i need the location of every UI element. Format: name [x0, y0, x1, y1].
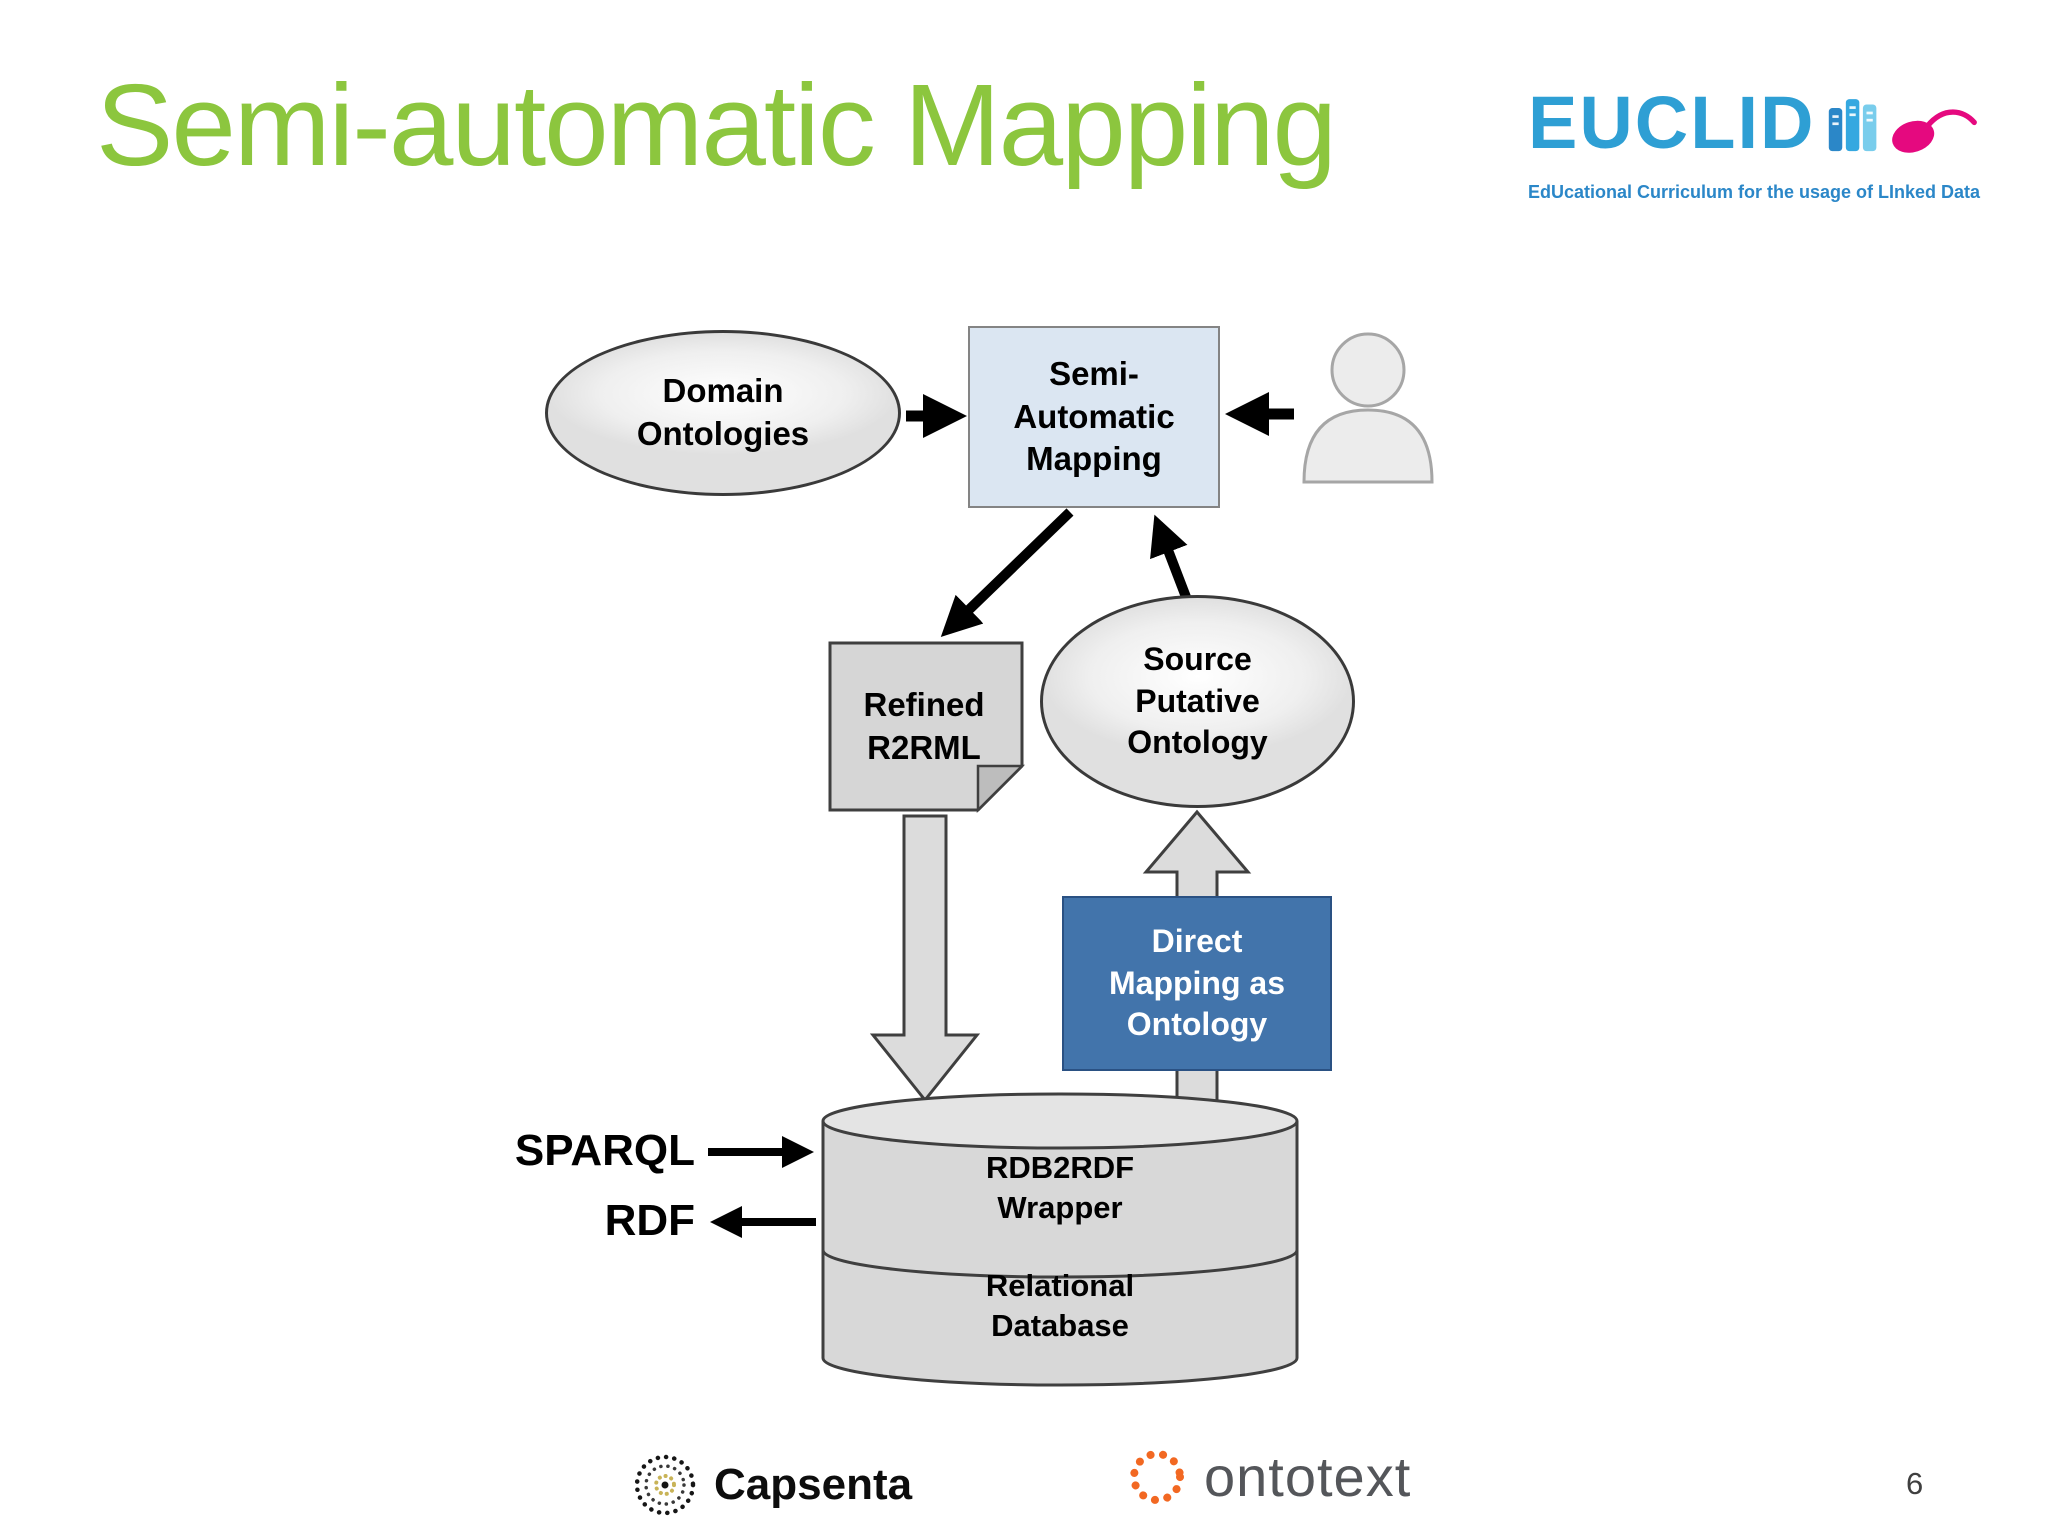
node-semi-automatic-mapping: Semi- Automatic Mapping [968, 326, 1220, 508]
ontotext-logo-text: ontotext [1204, 1445, 1412, 1508]
database-cylinder [821, 1092, 1299, 1387]
rdf-label: RDF [604, 1196, 695, 1245]
node-relational-database-label: Relational Database [985, 1267, 1135, 1343]
node-source-putative-ontology-label: Source Putative Ontology [1127, 641, 1268, 761]
person-icon [1302, 332, 1434, 484]
node-relational-database: Relational Database [860, 1260, 1260, 1352]
node-rdb2rdf-wrapper-label: RDB2RDF Wrapper [985, 1149, 1135, 1225]
node-domain-ontologies: Domain Ontologies [545, 330, 901, 496]
node-domain-ontologies-label: Domain Ontologies [636, 372, 810, 452]
euclid-logo-text: EUCLID [1528, 81, 1816, 164]
capsenta-icon [634, 1454, 696, 1516]
sparql-label: SPARQL [514, 1126, 695, 1175]
page-title: Semi-automatic Mapping [96, 60, 1337, 190]
node-direct-mapping-as-ontology: Direct Mapping as Ontology [1062, 896, 1332, 1071]
document-shape [828, 641, 1026, 814]
euclid-books-mouse-icon [1829, 99, 1978, 153]
node-semi-automatic-mapping-label: Semi- Automatic Mapping [1013, 354, 1175, 478]
node-rdb2rdf-wrapper: RDB2RDF Wrapper [860, 1142, 1260, 1234]
arrow-source-to-semi [1150, 514, 1191, 599]
node-refined-r2rml-label: Refined R2RML [863, 685, 985, 766]
ontotext-logo: ontotext [1126, 1444, 1411, 1509]
hollow-arrow-r2rml-to-wrapper [869, 814, 981, 1103]
node-direct-mapping-as-ontology-label: Direct Mapping as Ontology [1108, 923, 1285, 1043]
capsenta-logo-text: Capsenta [714, 1460, 913, 1509]
arrow-semi-to-r2rml [940, 508, 1074, 637]
node-refined-r2rml: Refined R2RML [826, 643, 1022, 810]
capsenta-logo: Capsenta [632, 1452, 912, 1518]
euclid-tagline: EdUcational Curriculum for the usage of … [1528, 182, 1981, 202]
node-source-putative-ontology: Source Putative Ontology [1040, 595, 1355, 808]
page-number: 6 [1906, 1466, 1924, 1501]
euclid-logo: EUCLID EdUcational Curriculum for the us… [1528, 86, 1998, 203]
ontotext-icon [1130, 1449, 1184, 1504]
